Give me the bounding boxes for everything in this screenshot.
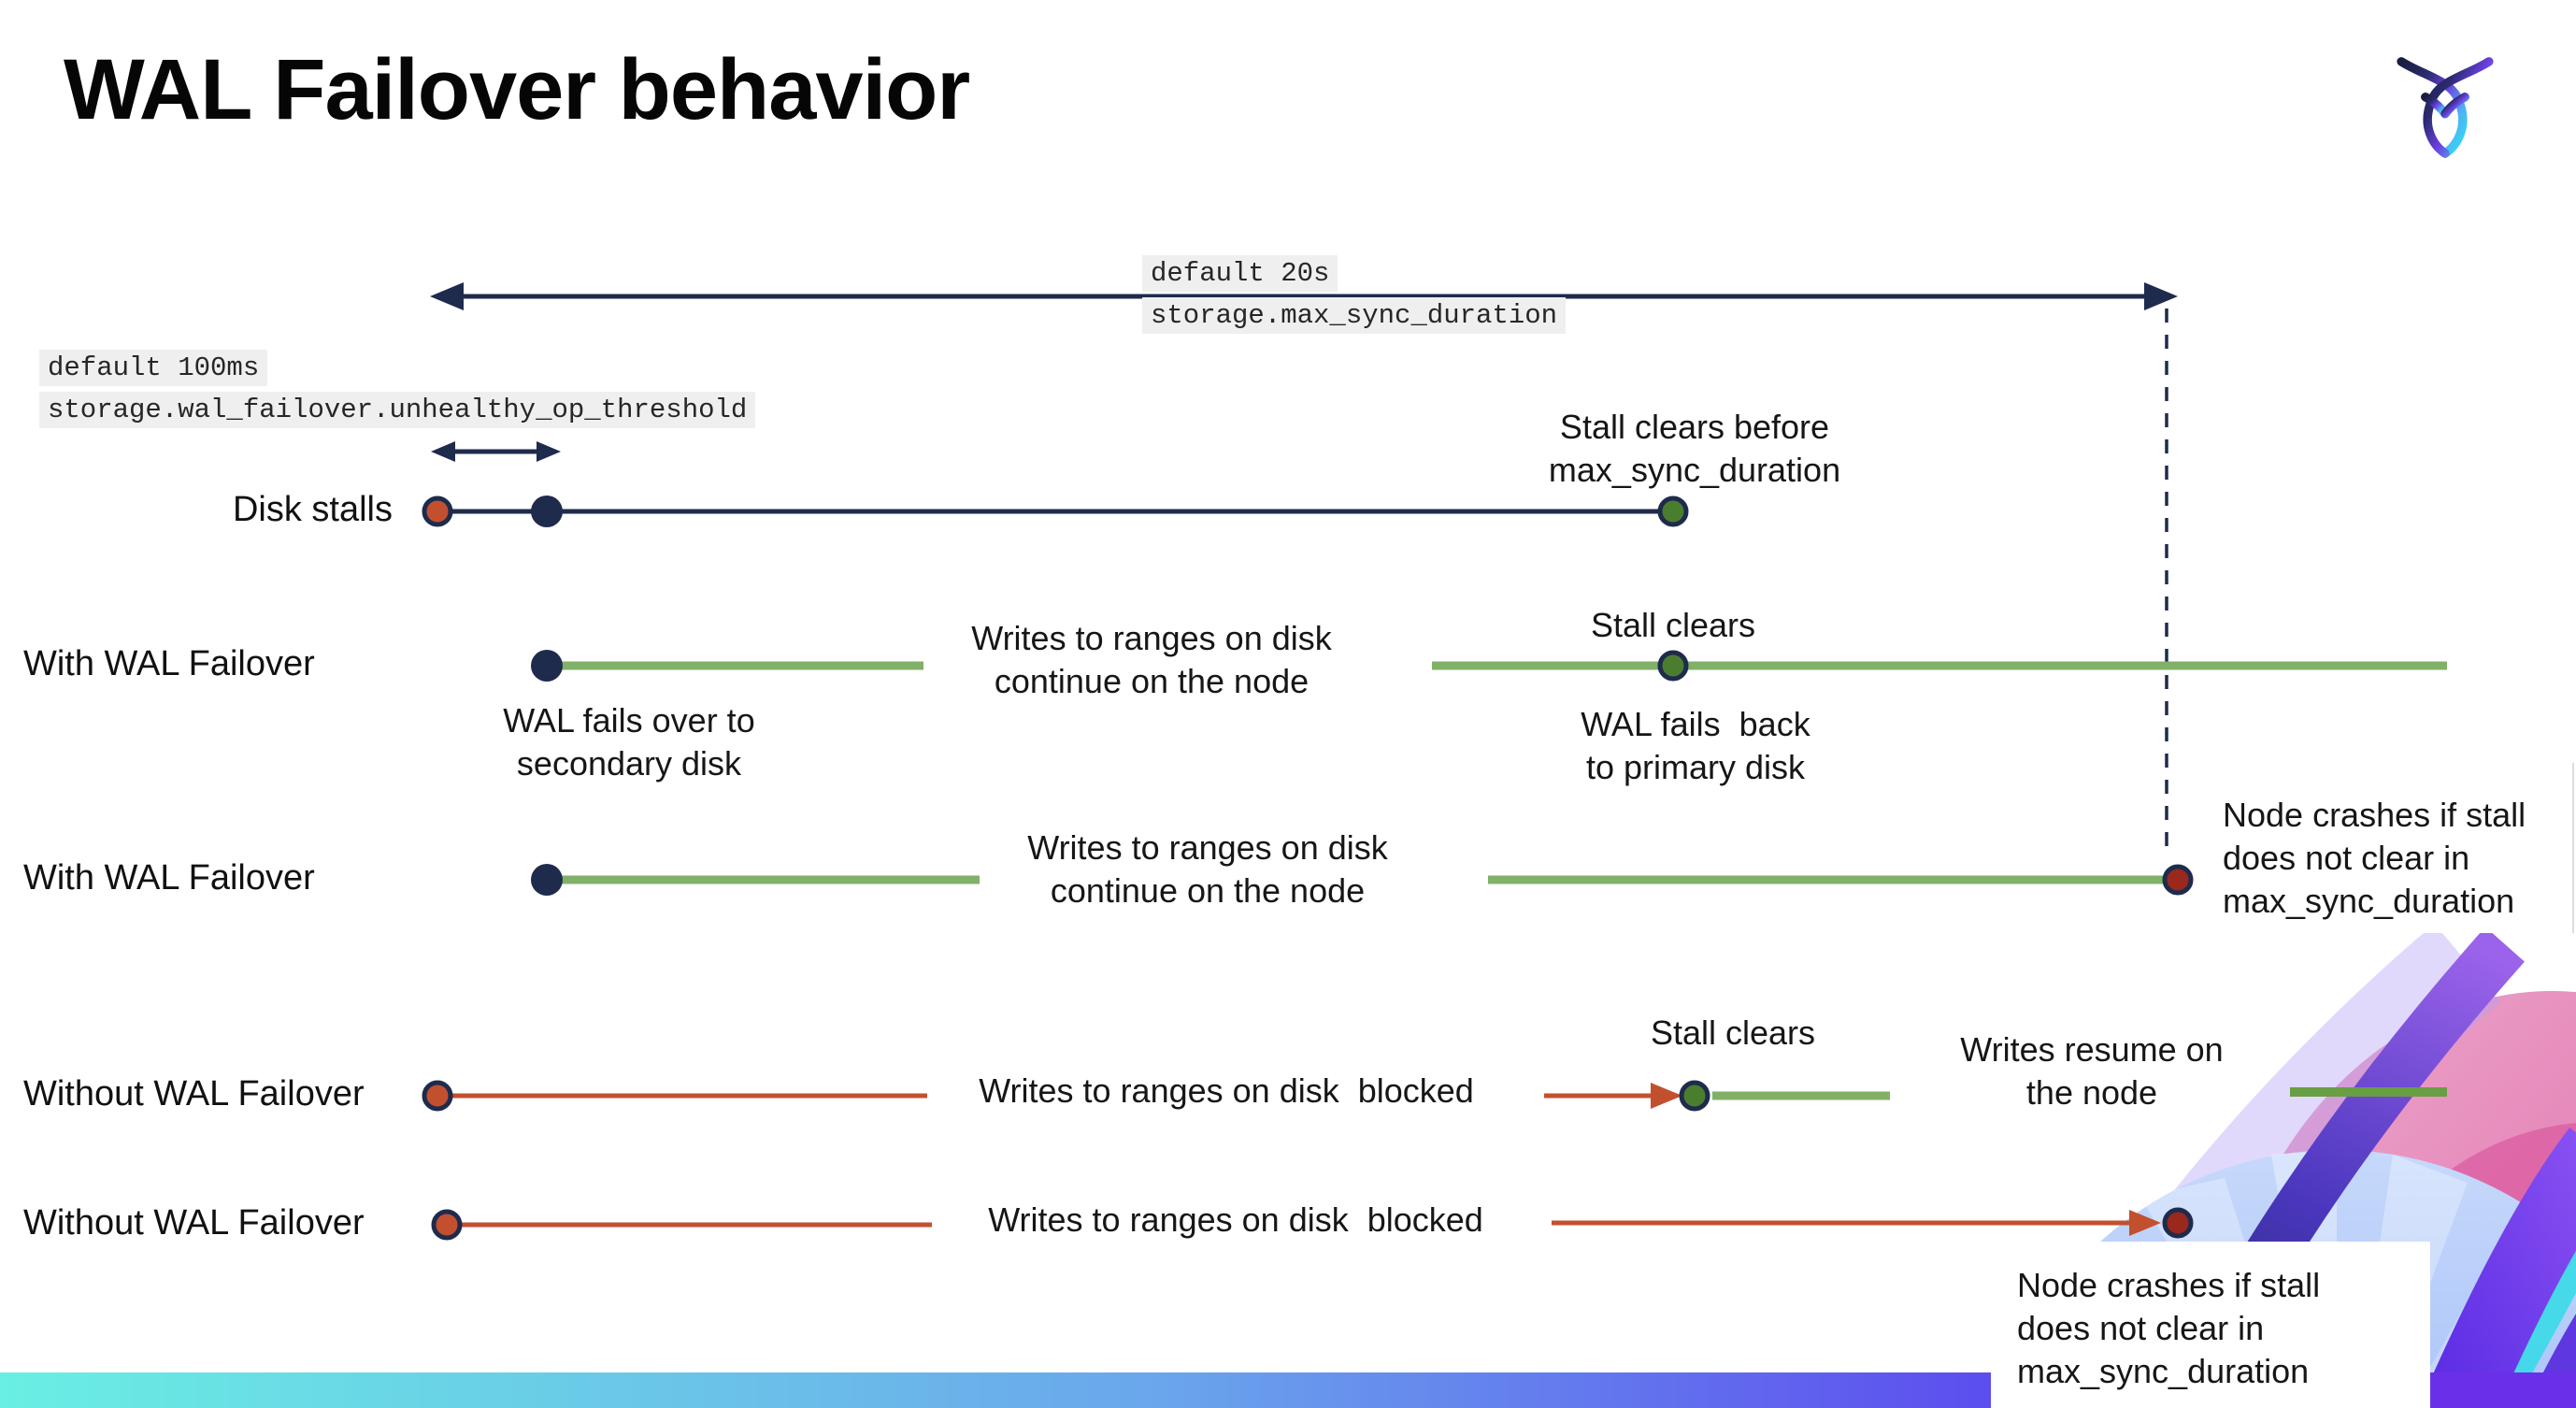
annotation-card-crash-1 <box>2208 763 2574 933</box>
row-label-with-wal-failover-1: With WAL Failover <box>23 644 315 683</box>
arrow-head-right-icon <box>1651 1083 1682 1109</box>
arrow-head-left-icon <box>431 441 455 462</box>
row-label-with-wal-failover-2: With WAL Failover <box>23 858 315 898</box>
arrow-head-left-icon <box>430 282 464 310</box>
stall-start-dot <box>431 1209 463 1241</box>
max-sync-duration-default-label: default 20s <box>1142 255 1338 292</box>
page-title: WAL Failover behavior <box>64 42 970 137</box>
max-sync-duration-setting-label: storage.max_sync_duration <box>1142 297 1567 334</box>
note-stall-clears-before: Stall clears before max_sync_duration <box>1548 408 1841 489</box>
note-writes-continue-2: Writes to ranges on disk continue on the… <box>1027 828 1388 910</box>
stall-clear-dot <box>1657 496 1689 527</box>
arrow-head-right-icon <box>537 441 561 462</box>
note-writes-blocked-2: Writes to ranges on disk blocked <box>988 1200 1483 1239</box>
note-node-crashes-2: Node crashes if stall does not clear in … <box>2017 1266 2321 1390</box>
unhealthy-op-threshold-default-label: default 100ms <box>39 350 268 386</box>
node-crash-dot <box>2162 1207 2194 1239</box>
arrow-head-right-icon <box>2129 1210 2161 1236</box>
cockroachdb-logo-icon <box>2397 57 2494 158</box>
node-crash-dot <box>2162 864 2194 896</box>
note-wal-fails-back: WAL fails back to primary disk <box>1581 705 1810 786</box>
note-node-crashes-1: Node crashes if stall does not clear in … <box>2223 796 2526 920</box>
row-label-without-wal-failover-1: Without WAL Failover <box>23 1074 365 1113</box>
note-wal-fails-over: WAL fails over to secondary disk <box>503 701 755 783</box>
stall-start-dot <box>422 1080 453 1112</box>
failover-dot <box>531 650 563 682</box>
row-label-disk-stalls: Disk stalls <box>232 490 393 529</box>
stall-start-dot <box>422 496 453 527</box>
threshold-dot <box>531 496 563 527</box>
art-bottom-strip <box>2411 1372 2576 1408</box>
note-writes-resume: Writes resume on the node <box>1960 1030 2224 1112</box>
stall-clear-dot <box>1657 650 1689 682</box>
stall-clear-dot <box>1679 1080 1710 1112</box>
unhealthy-op-threshold-setting-label: storage.wal_failover.unhealthy_op_thresh… <box>39 392 756 428</box>
note-stall-clears-1: Stall clears <box>1590 606 1756 644</box>
arrow-head-right-icon <box>2144 282 2178 310</box>
note-stall-clears-2: Stall clears <box>1650 1013 1816 1052</box>
annotation-card-crash-2 <box>1991 1242 2430 1408</box>
failover-dot <box>531 864 563 896</box>
note-writes-blocked-1: Writes to ranges on disk blocked <box>979 1071 1474 1110</box>
note-writes-continue-1: Writes to ranges on disk continue on the… <box>971 619 1332 700</box>
row-label-without-wal-failover-2: Without WAL Failover <box>23 1203 365 1243</box>
